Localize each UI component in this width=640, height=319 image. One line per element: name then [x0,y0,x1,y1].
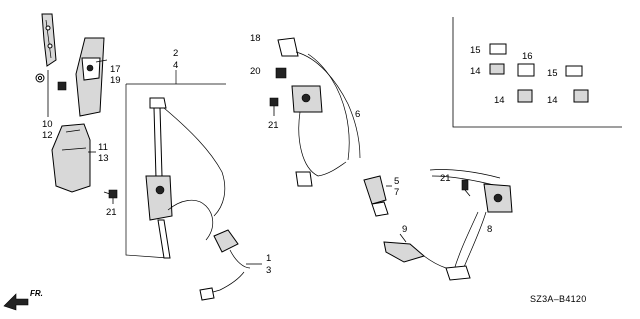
callout-11: 11 [98,142,108,153]
rear-buckle [363,175,392,217]
callout-14-right: 14 [547,95,558,106]
callout-21-rear: 21 [268,120,279,131]
callout-14-mid: 14 [494,95,505,106]
pillar-cover [51,123,118,204]
rear-seat-belt-outer [269,37,361,187]
callout-8: 8 [487,224,492,235]
callout-16: 16 [522,51,533,62]
front-direction-arrow: FR. [3,289,43,311]
callout-4: 4 [173,60,178,71]
direction-label: FR. [30,289,43,298]
callout-3: 3 [266,265,271,276]
callout-19: 19 [110,75,121,86]
rear-lap-belt [383,169,513,281]
callout-6: 6 [355,109,360,120]
callout-5: 5 [394,176,399,187]
callout-13: 13 [98,153,109,164]
callout-20: 20 [250,66,261,77]
callout-15-right: 15 [547,68,558,79]
callout-12: 12 [42,130,53,141]
diagram-code: SZ3A–B4120 [530,294,587,304]
callout-17: 17 [110,64,121,75]
callout-21-lap: 21 [440,173,451,184]
inset-box [452,17,622,128]
callout-15-left: 15 [470,45,481,56]
clip-parts [489,43,589,103]
callouts: 18 20 21 6 2 4 17 19 10 12 11 13 21 1 3 … [42,33,558,276]
callout-10: 10 [42,119,53,130]
callout-14-top: 14 [470,66,481,77]
callout-9: 9 [402,224,407,235]
front-seat-belt-outer [125,70,262,301]
callout-7: 7 [394,187,399,198]
callout-18: 18 [250,33,261,44]
adjuster-anchor-group [35,13,108,117]
callout-1: 1 [266,253,271,264]
callout-2: 2 [173,48,178,59]
callout-21-front: 21 [106,207,117,218]
